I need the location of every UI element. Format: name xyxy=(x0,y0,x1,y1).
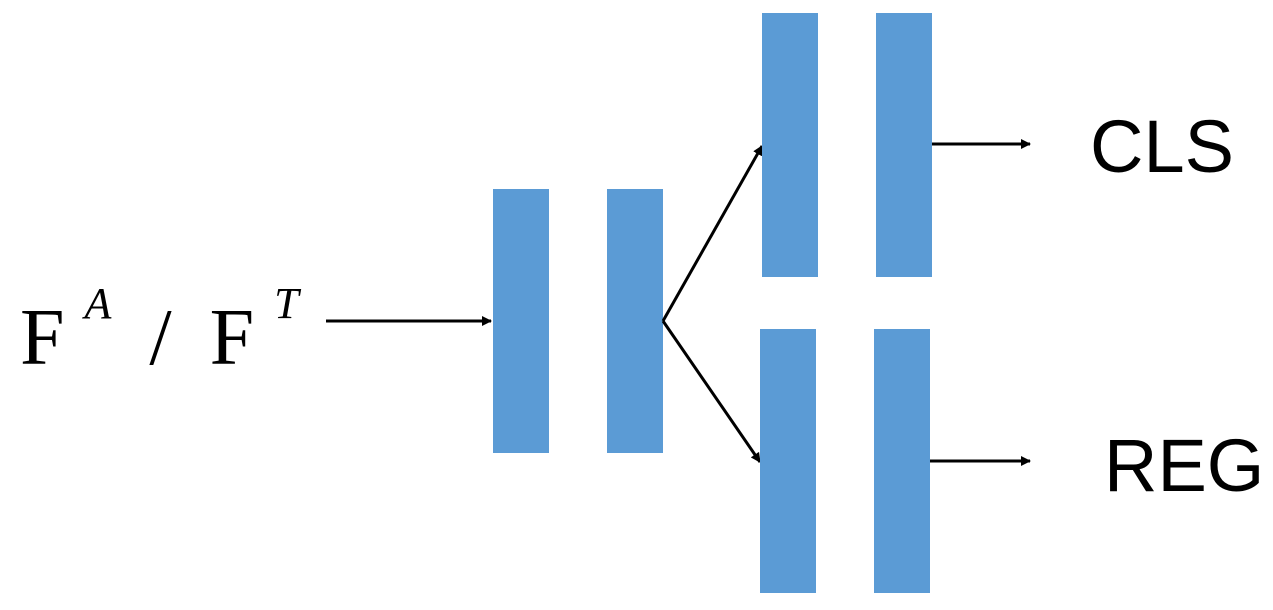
branch-arrow-reg xyxy=(661,320,762,463)
input-base-t: F xyxy=(210,294,255,382)
shared-layer-2 xyxy=(607,189,663,453)
reg-output-label: REG xyxy=(1104,424,1264,507)
cls-output-label: CLS xyxy=(1090,105,1234,188)
reg-layer-2 xyxy=(874,329,930,593)
input-label: F A / F T xyxy=(20,248,302,382)
branch-arrow-cls xyxy=(661,145,764,322)
input-sup-t: T xyxy=(274,279,302,328)
cls-layer-1 xyxy=(762,13,818,277)
input-sup-a: A xyxy=(82,279,113,328)
input-base-a: F xyxy=(20,294,65,382)
input-separator: / xyxy=(149,294,172,382)
shared-layer-1 xyxy=(493,189,549,453)
reg-layer-1 xyxy=(760,329,816,593)
cls-layer-2 xyxy=(876,13,932,277)
